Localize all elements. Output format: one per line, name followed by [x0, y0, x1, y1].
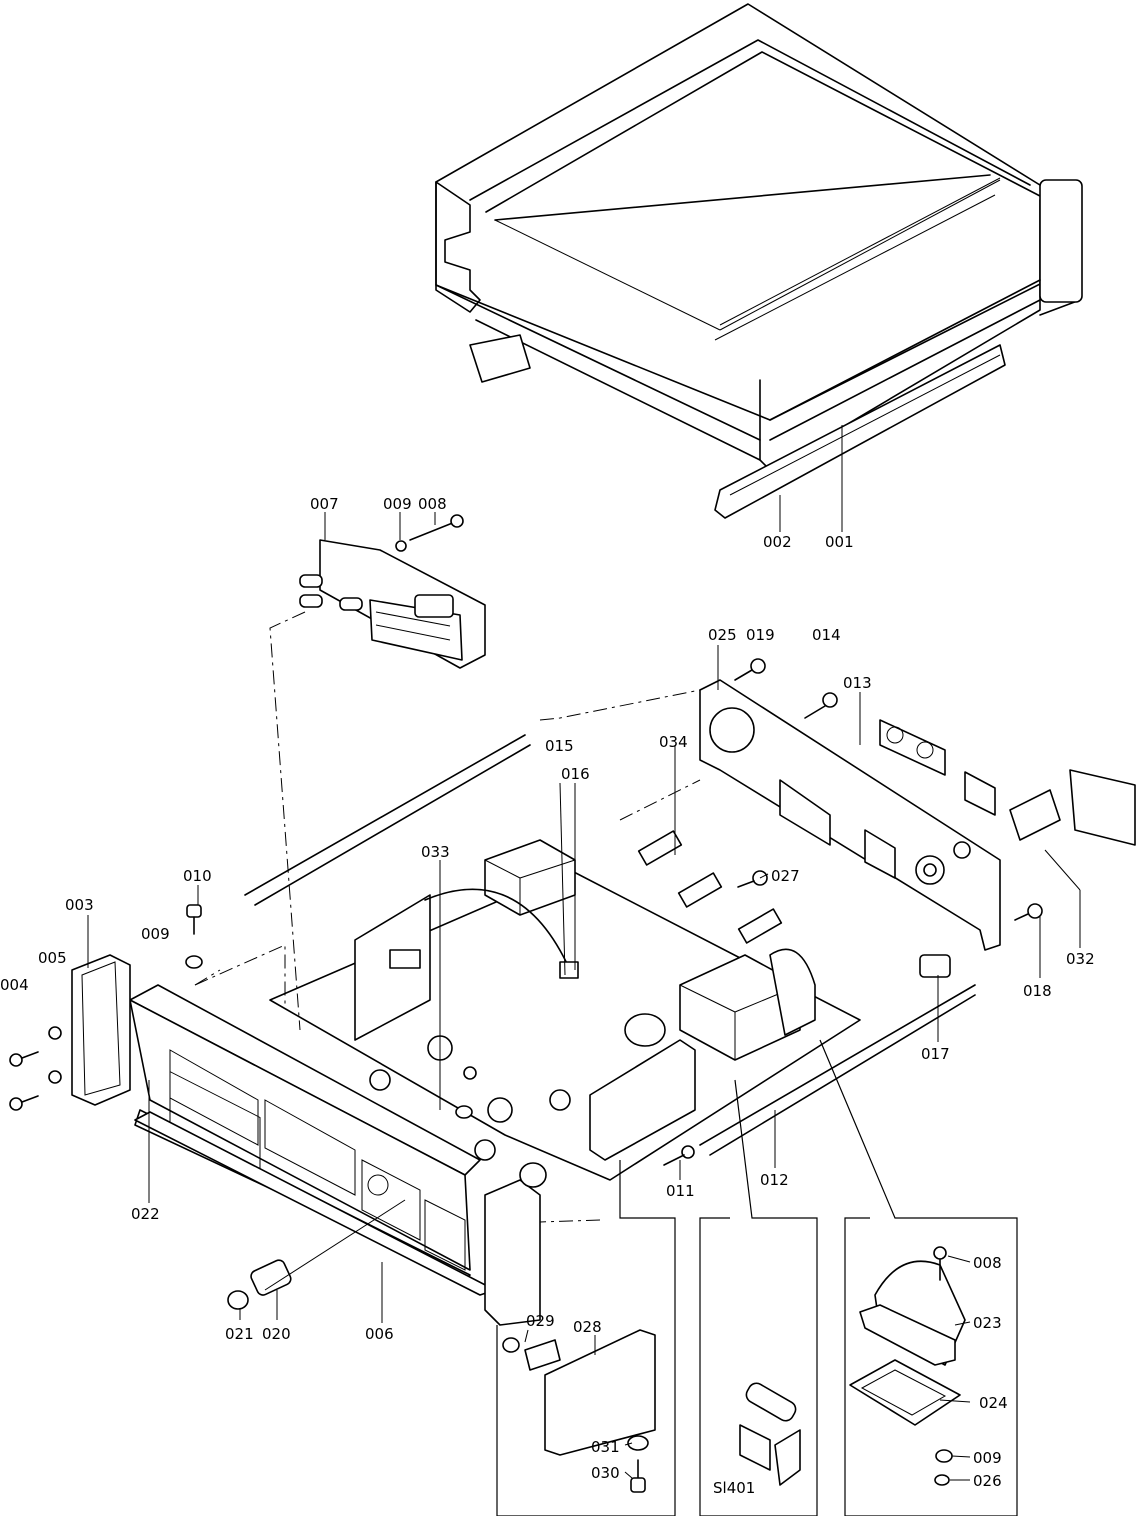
label-008: 008: [418, 495, 447, 513]
label-020: 020: [262, 1325, 291, 1343]
rear-connector-board: [299, 514, 486, 669]
label-009b: 009: [141, 925, 170, 943]
label-008b: 008: [973, 1254, 1002, 1272]
label-022: 022: [131, 1205, 160, 1223]
label-018: 018: [1023, 982, 1052, 1000]
label-003: 003: [65, 896, 94, 914]
label-007: 007: [310, 495, 339, 513]
label-011: 011: [666, 1182, 695, 1200]
label-028: 028: [573, 1318, 602, 1336]
detail-box-cover: [819, 1039, 1018, 1516]
label-004: 004: [0, 976, 29, 994]
side-cap: [71, 954, 131, 1106]
control-knob: [227, 1259, 292, 1310]
label-029: 029: [526, 1312, 555, 1330]
label-016: 016: [561, 765, 590, 783]
label-031: 031: [591, 1438, 620, 1456]
detail-box-heatsink: [496, 1160, 676, 1516]
label-015: 015: [545, 737, 574, 755]
label-005: 005: [38, 949, 67, 967]
label-001: 001: [825, 533, 854, 551]
label-034: 034: [659, 733, 688, 751]
label-012: 012: [760, 1171, 789, 1189]
label-030: 030: [591, 1464, 620, 1482]
label-002: 002: [763, 533, 792, 551]
assembly-guide-lines: [194, 611, 701, 1223]
leader-lines: [87, 425, 1081, 1481]
label-027: 027: [771, 867, 800, 885]
label-021: 021: [225, 1325, 254, 1343]
label-033: 033: [421, 843, 450, 861]
label-014: 014: [812, 626, 841, 644]
right-side-cap: [484, 1162, 547, 1326]
chassis-frame: [244, 679, 1136, 1181]
label-006: 006: [365, 1325, 394, 1343]
label-032: 032: [1066, 950, 1095, 968]
label-010: 010: [183, 867, 212, 885]
label-024: 024: [979, 1394, 1008, 1412]
label-026: 026: [973, 1472, 1002, 1490]
label-017: 017: [921, 1045, 950, 1063]
detail-box-fuse: [699, 1079, 818, 1516]
label-025: 025: [708, 626, 737, 644]
callout-labels: 001 002 007 009 008 025 019 014 013 015 …: [0, 495, 1095, 1497]
label-023: 023: [973, 1314, 1002, 1332]
label-sl401: Sl401: [713, 1479, 755, 1497]
side-rail: [469, 334, 1006, 519]
label-009: 009: [383, 495, 412, 513]
label-013: 013: [843, 674, 872, 692]
label-009c: 009: [973, 1449, 1002, 1467]
front-panel: [129, 984, 496, 1296]
screws: [9, 658, 1043, 1166]
label-019: 019: [746, 626, 775, 644]
housing-cover: [435, 3, 1083, 471]
